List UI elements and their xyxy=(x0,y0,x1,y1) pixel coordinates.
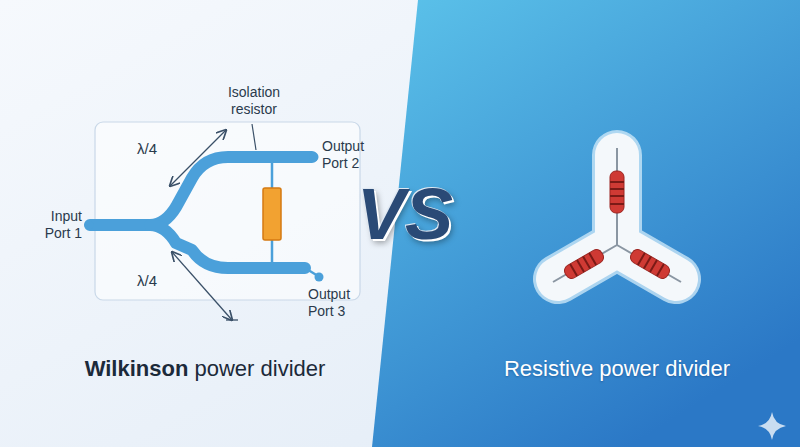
port-dot xyxy=(85,153,324,282)
dimension-label: λ/4 xyxy=(128,140,166,158)
caption-text: Wilkinson power divider xyxy=(40,356,370,382)
glow xyxy=(544,141,690,292)
callout-label: Isolation resistor xyxy=(198,84,310,118)
port-label: Output Port 3 xyxy=(308,286,370,320)
resistor-leads xyxy=(553,148,681,282)
port-label: Output Port 2 xyxy=(322,138,384,172)
sparkle xyxy=(758,412,786,440)
dimension-arrow xyxy=(170,130,238,320)
transmission-lines xyxy=(90,157,312,268)
leader-line xyxy=(252,124,256,150)
vs-badge: VS xyxy=(335,178,475,250)
circuit-panel xyxy=(95,122,360,300)
resistor-symbol xyxy=(562,171,671,281)
port-label: Input Port 1 xyxy=(24,208,82,242)
resistor-symbol xyxy=(263,188,281,240)
dimension-label: λ/4 xyxy=(128,272,166,290)
caption-text: Resistive power divider xyxy=(467,356,767,382)
